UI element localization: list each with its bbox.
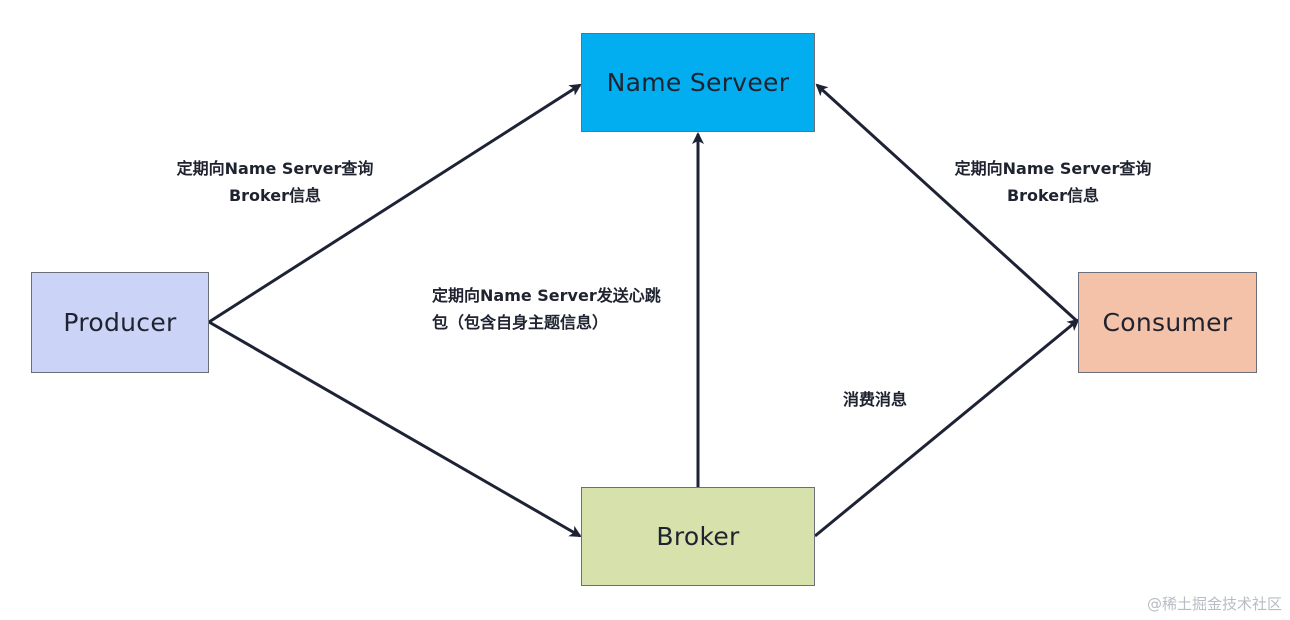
edge-producer-to-broker [208, 320, 582, 538]
broker-node: Broker [581, 487, 815, 586]
consumer-node: Consumer [1078, 272, 1257, 373]
heartbeat-line-2: 包（包含自身主题信息） [432, 313, 609, 332]
consume-line-1: 消费消息 [843, 390, 908, 409]
consumer-query-annotation: 定期向Name Server查询 Broker信息 [928, 155, 1178, 209]
producer-query-annotation: 定期向Name Server查询 Broker信息 [150, 155, 400, 209]
producer-query-line-2: Broker信息 [228, 186, 322, 205]
name-server-label: Name Serveer [606, 68, 790, 97]
producer-query-line-1: 定期向Name Server查询 [176, 159, 374, 178]
broker-label: Broker [656, 522, 740, 551]
edge-broker-to-consumer [814, 318, 1080, 538]
heartbeat-annotation: 定期向Name Server发送心跳 包（包含自身主题信息） [432, 282, 661, 336]
edge-producer-to-nameserver [208, 83, 582, 324]
consumer-label: Consumer [1102, 308, 1233, 337]
heartbeat-line-1: 定期向Name Server发送心跳 [432, 286, 661, 305]
watermark: @稀土掘金技术社区 [1146, 595, 1282, 613]
edge-consumer-to-nameserver [815, 83, 1080, 324]
producer-node: Producer [31, 272, 209, 373]
consumer-query-line-2: Broker信息 [1006, 186, 1100, 205]
producer-label: Producer [63, 308, 177, 337]
consumer-query-line-1: 定期向Name Server查询 [954, 159, 1152, 178]
consume-annotation: 消费消息 [843, 386, 907, 413]
name-server-node: Name Serveer [581, 33, 815, 132]
